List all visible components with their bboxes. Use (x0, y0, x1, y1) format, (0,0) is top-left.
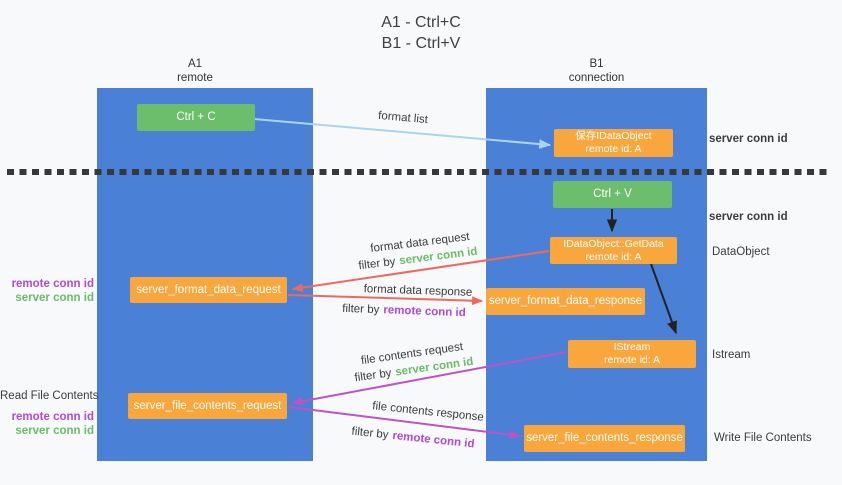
conn-id-labels-left-upper: remote conn id server conn id (0, 278, 94, 305)
filter-by-text: filter by (342, 302, 380, 317)
box-server-format-data-request: server_format_data_request (130, 277, 287, 303)
box-ctrl-c-label: Ctrl + C (176, 111, 216, 123)
filter-by-text: filter by (357, 255, 397, 273)
remote-conn-id-text: remote conn id (391, 429, 476, 451)
format-list-label: format list (378, 110, 429, 126)
box-server-file-contents-response-label: server_file_contents_response (526, 432, 683, 444)
remote-conn-id-label-left-lower: remote conn id (11, 411, 94, 423)
server-conn-id-label-right-lower: server conn id (709, 211, 788, 223)
lane-header-a1: A1 remote (87, 58, 303, 85)
lane-b1-role: connection (568, 71, 625, 84)
filter-by-remote-conn-id-label-1: filter by remote conn id (342, 303, 466, 319)
box-idataobject-getdata-line1: IDataObject::GetData (563, 237, 664, 250)
lane-header-b1: B1 connection (486, 58, 707, 85)
lane-a1-role: remote (177, 71, 213, 84)
box-save-idataobject-line1: 保存IDataObject (575, 130, 652, 142)
lane-a1-name: A1 (187, 58, 203, 70)
box-ctrl-c: Ctrl + C (137, 104, 255, 131)
file-contents-response-label: file contents response (372, 400, 485, 424)
lane-b1-name: B1 (589, 58, 604, 70)
format-data-response-text: format data response (363, 283, 473, 299)
server-conn-id-label-left-upper: server conn id (15, 291, 94, 304)
box-server-format-data-request-label: server_format_data_request (136, 283, 281, 296)
box-istream-line1: IStream (613, 341, 651, 353)
box-server-file-contents-response: server_file_contents_response (524, 425, 685, 452)
box-server-format-data-response-label: server_format_data_response (488, 295, 643, 307)
box-save-idataobject: 保存IDataObject remote id: A (554, 129, 673, 157)
read-file-contents-label: Read File Contents (0, 390, 99, 402)
title-line-2: B1 - Ctrl+V (381, 35, 461, 52)
box-idataobject-getdata-line2: remote id: A (585, 250, 642, 263)
filter-by-remote-conn-id-label-2: filter by remote conn id (351, 426, 475, 451)
box-server-format-data-response: server_format_data_response (486, 288, 645, 315)
box-idataobject-getdata: IDataObject::GetData remote id: A (550, 237, 677, 264)
write-file-contents-label: Write File Contents (714, 432, 812, 444)
conn-id-labels-left-lower: remote conn id server conn id (0, 411, 94, 438)
box-istream: IStream remote id: A (568, 340, 696, 368)
format-data-response-label: format data response (363, 283, 472, 299)
server-conn-id-label-right-upper: server conn id (709, 133, 788, 145)
server-conn-id-label-left-lower: server conn id (15, 424, 94, 437)
box-save-idataobject-line2: remote id: A (585, 143, 642, 155)
istream-label: Istream (712, 349, 751, 361)
filter-by-text: filter by (353, 367, 393, 385)
box-istream-line2: remote id: A (603, 354, 661, 366)
dotted-separator-line (7, 169, 827, 175)
file-contents-response-text: file contents response (371, 400, 485, 424)
box-server-file-contents-request-label: server_file_contents_request (133, 399, 282, 412)
filter-by-text: filter by (350, 425, 390, 442)
dataobject-label: DataObject (712, 246, 770, 258)
title-line-1: A1 - Ctrl+C (381, 14, 461, 31)
remote-conn-id-text: remote conn id (383, 304, 466, 320)
format-list-text: format list (377, 109, 429, 127)
box-server-file-contents-request: server_file_contents_request (128, 393, 287, 419)
diagram-title: A1 - Ctrl+C B1 - Ctrl+V (0, 12, 842, 54)
remote-conn-id-label-left-upper: remote conn id (11, 278, 94, 290)
box-ctrl-v: Ctrl + V (553, 181, 672, 208)
box-ctrl-v-label: Ctrl + V (593, 188, 632, 200)
